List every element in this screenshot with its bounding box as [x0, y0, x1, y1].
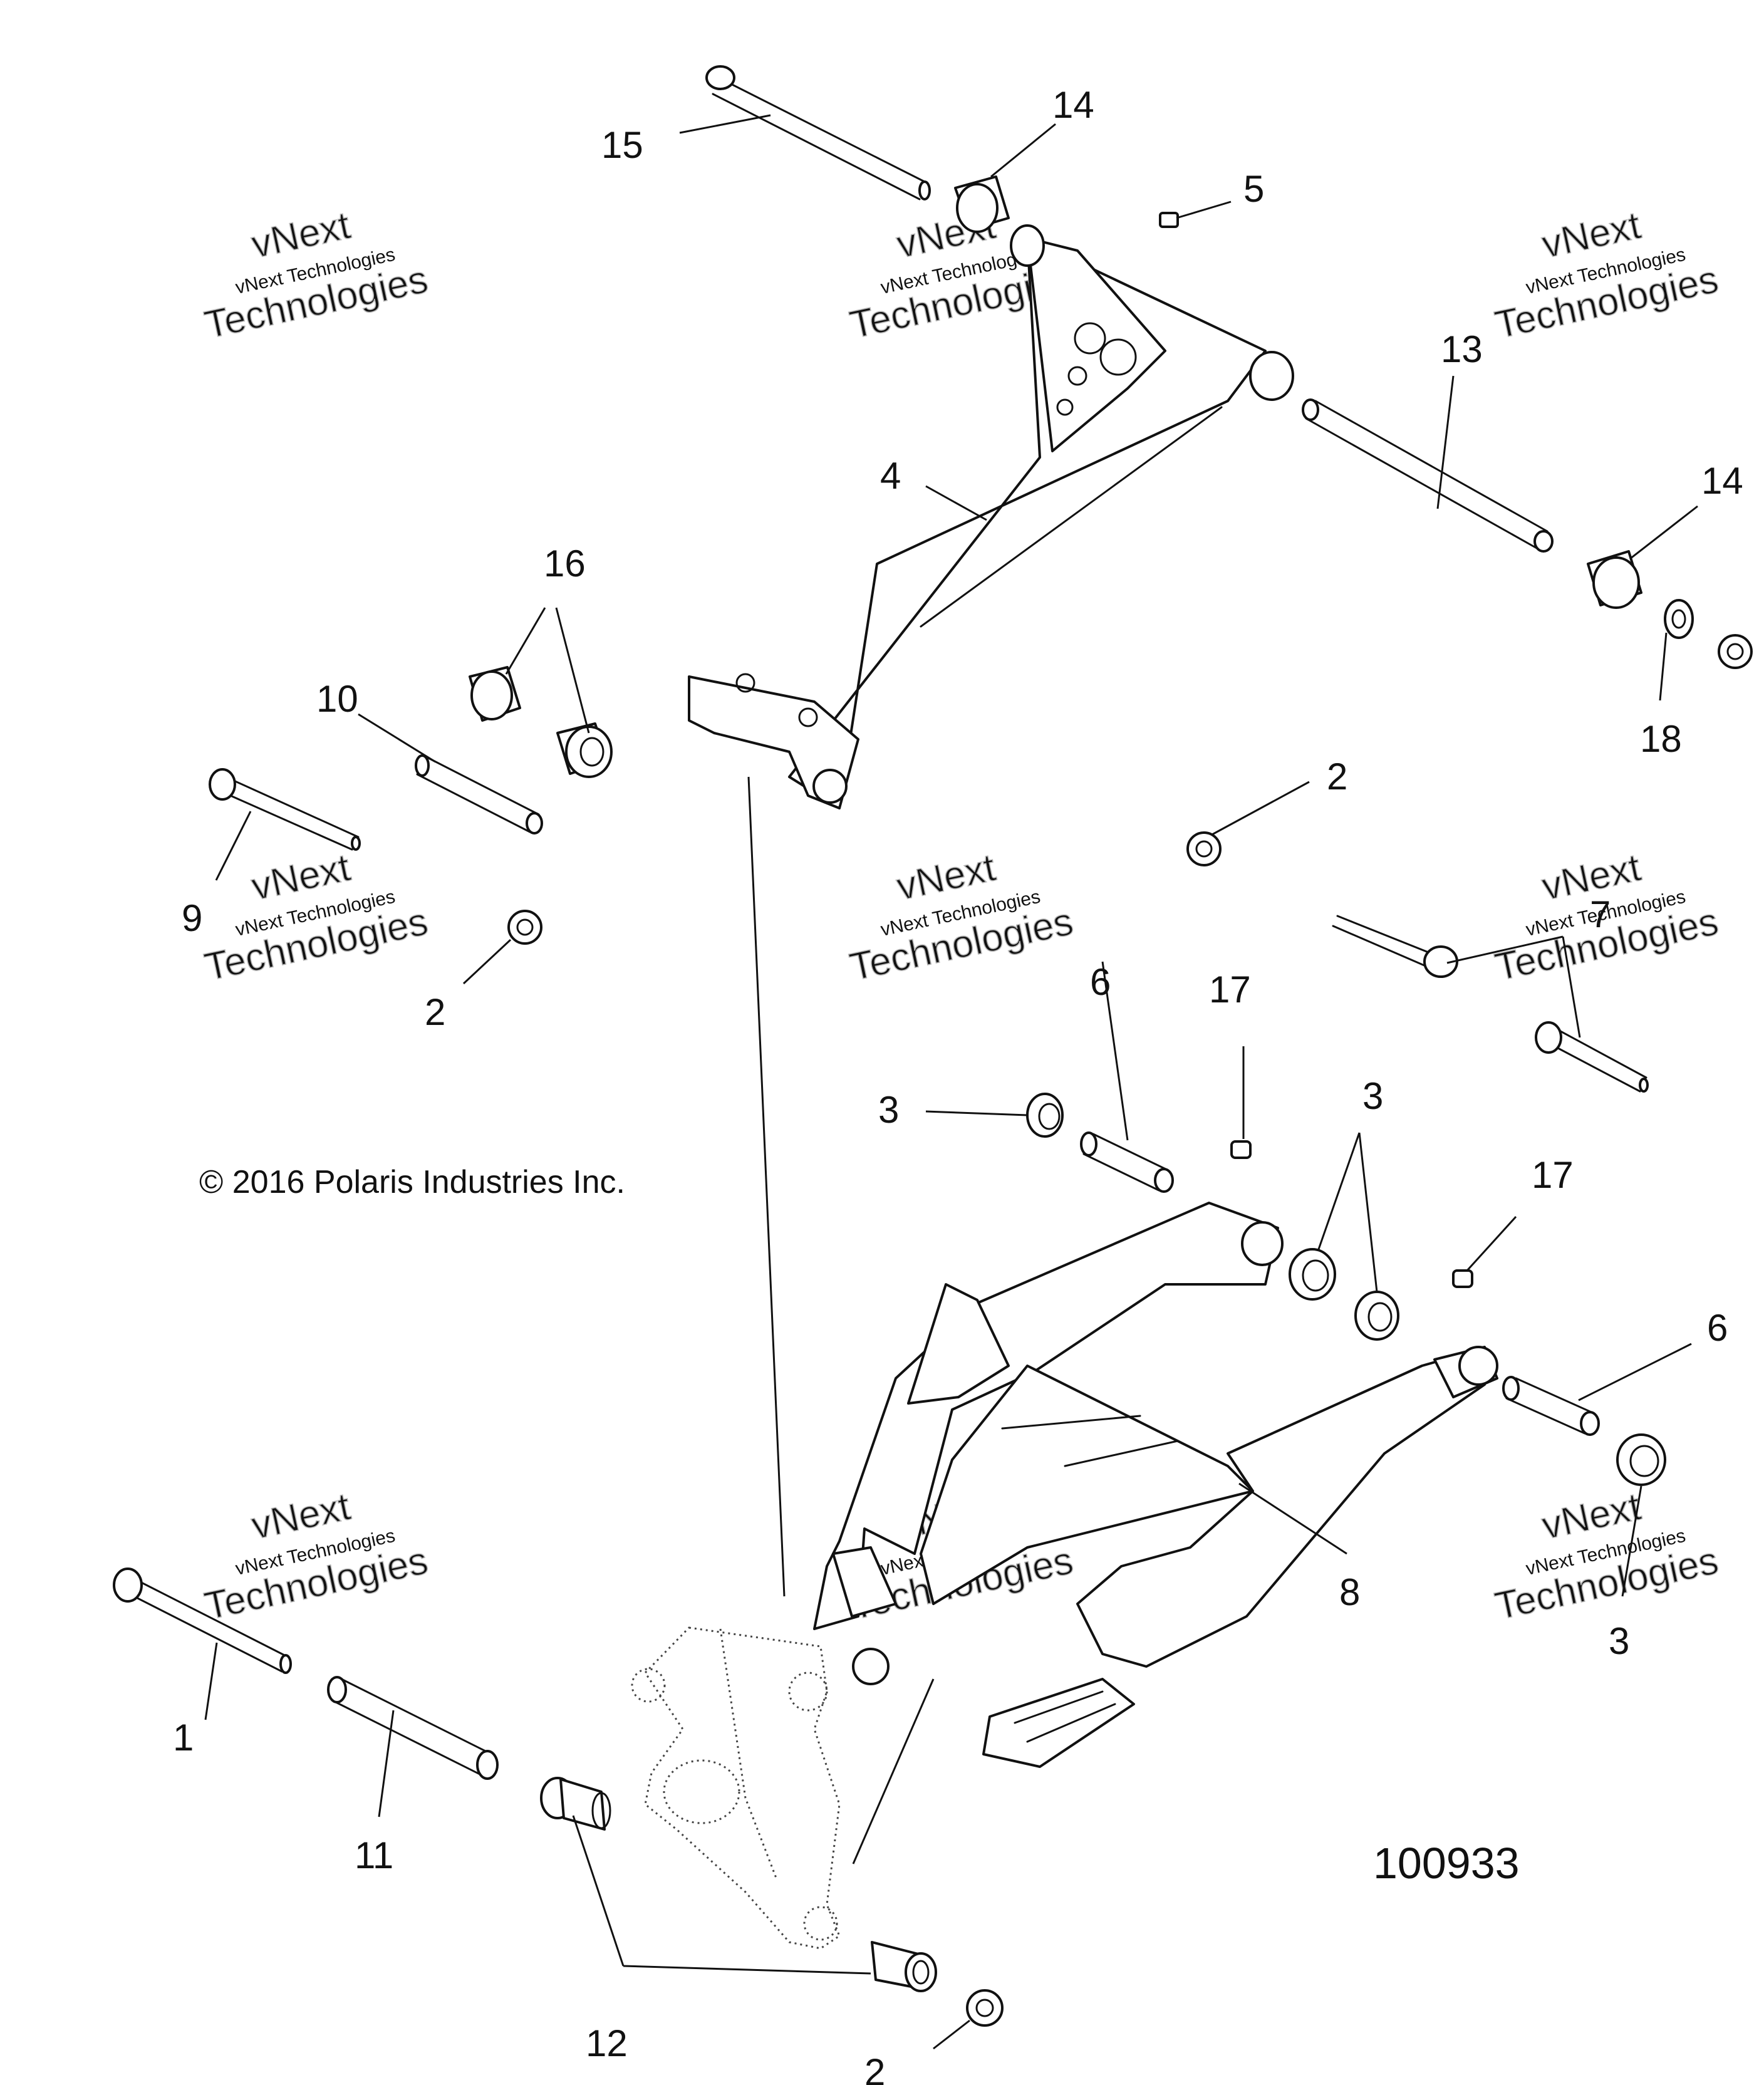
part-16-bushing [556, 722, 613, 778]
part-10-sleeve [415, 754, 543, 835]
callout-8: 8 [1339, 1571, 1360, 1613]
part-18-washer [1664, 599, 1694, 639]
part-3-flanged-bushing [1289, 1248, 1336, 1301]
part-8-trailing-arm [813, 1202, 1498, 1768]
callout-2: 2 [864, 2051, 885, 2085]
part-7-bolt [1535, 1021, 1649, 1093]
watermark: vNext vNext Technologies Technologies [1491, 1484, 1723, 1628]
part-6-sleeve [1080, 1131, 1174, 1193]
watermark: vNext vNext Technologies Technologies [200, 845, 432, 989]
callout-2: 2 [1327, 756, 1347, 798]
callout-3: 3 [1609, 1620, 1629, 1662]
part-3-flanged-bushing [1026, 1093, 1064, 1138]
callout-1: 1 [173, 1717, 194, 1759]
part-12-bushing [540, 1777, 611, 1831]
leader-lines [204, 114, 1698, 2050]
callout-17: 17 [1209, 969, 1251, 1011]
part-13-shaft [1302, 398, 1554, 553]
callout-11: 11 [355, 1834, 393, 1876]
callout-14: 14 [1052, 84, 1094, 126]
callout-7: 7 [1590, 893, 1611, 935]
watermark: vNext vNext Technologies Technologies [846, 845, 1077, 989]
figure-id: 100933 [1373, 1839, 1520, 1888]
copyright-notice: © 2016 Polaris Industries Inc. [199, 1164, 625, 1200]
part-14-bushing [954, 175, 1010, 233]
callout-10: 10 [316, 678, 358, 720]
callout-12: 12 [586, 2022, 628, 2064]
part-11-sleeve [327, 1676, 499, 1780]
callout-4: 4 [880, 455, 901, 497]
callout-9: 9 [182, 897, 202, 939]
part-14-bushing [1587, 550, 1642, 609]
watermark: vNext vNext Technologies Technologies [1491, 203, 1723, 347]
part-2-nut [966, 1989, 1004, 2027]
callout-15: 15 [601, 124, 643, 166]
watermark: vNext vNext Technologies Technologies [200, 1484, 432, 1628]
part-2-nut [507, 910, 542, 945]
callout-6: 6 [1090, 961, 1111, 1003]
callout-17: 17 [1532, 1154, 1574, 1196]
part-16-bushing [469, 666, 521, 722]
callout-3: 3 [878, 1089, 899, 1131]
watermark: vNext vNext Technologies Technologies [200, 203, 432, 347]
callout-13: 13 [1441, 328, 1483, 370]
knuckle-reference [631, 1626, 841, 1950]
callout-18: 18 [1640, 718, 1682, 760]
part-5-grease-fitting [1159, 212, 1179, 228]
part-nut [1718, 634, 1753, 669]
part-6-sleeve [1502, 1376, 1600, 1436]
callouts: 15 14 5 13 14 4 16 10 18 2 9 2 7 6 17 3 … [173, 84, 1743, 2085]
callout-3: 3 [1362, 1075, 1383, 1117]
part-2-nut [1186, 831, 1222, 866]
callout-2: 2 [425, 991, 445, 1033]
part-4-upper-a-arm [688, 224, 1294, 809]
callout-6: 6 [1707, 1307, 1728, 1349]
part-3-flanged-bushing [1616, 1433, 1666, 1486]
part-15-bolt [705, 65, 931, 200]
callout-14: 14 [1701, 460, 1743, 502]
part-17-grease-fitting [1230, 1140, 1252, 1159]
callout-5: 5 [1243, 168, 1264, 210]
part-12-bushing [871, 1941, 937, 1992]
part-1-bolt [113, 1568, 292, 1674]
part-9-bolt [209, 768, 361, 851]
part-7-bolt [1332, 915, 1458, 978]
callout-16: 16 [544, 543, 586, 585]
part-3-flanged-bushing [1354, 1291, 1399, 1341]
part-17-grease-fitting [1452, 1269, 1473, 1288]
